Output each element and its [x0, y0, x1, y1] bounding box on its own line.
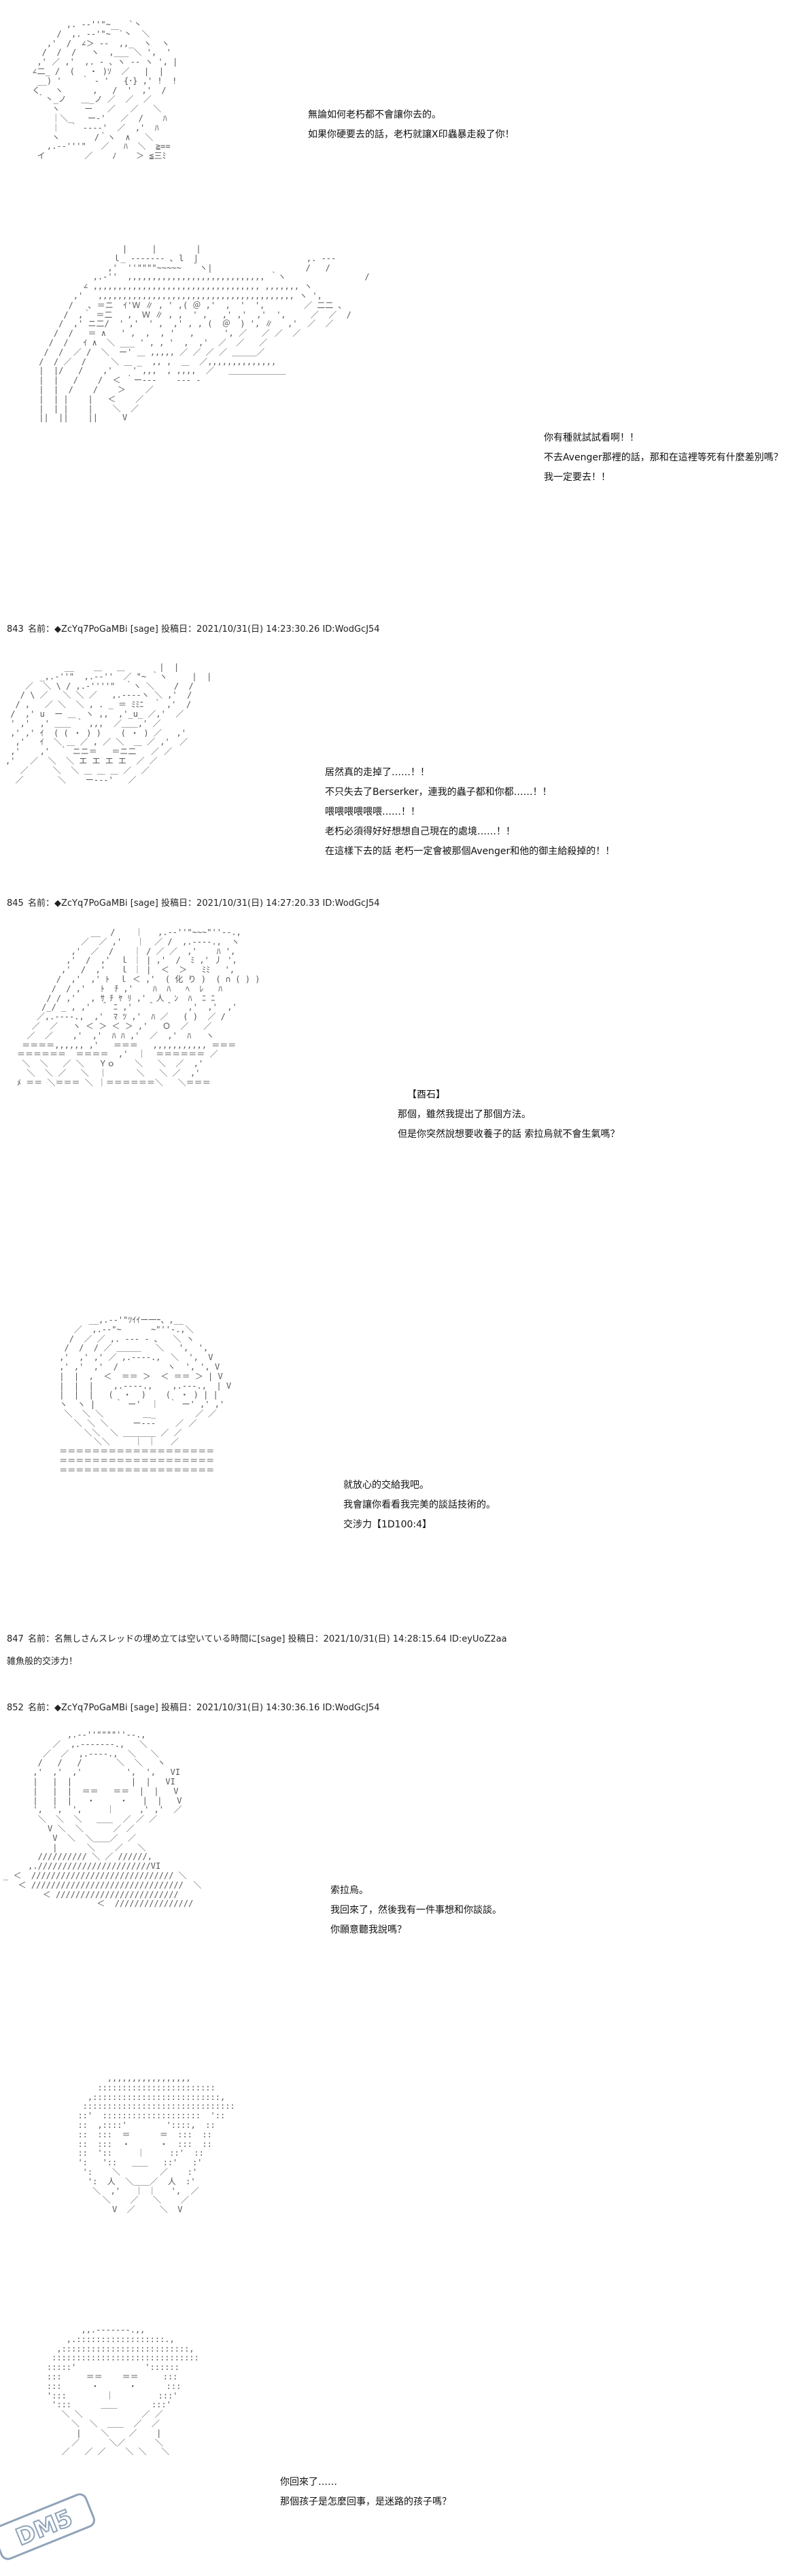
post-id: ID:WodGcJ54 — [322, 898, 380, 909]
date-label: 投稿日： — [161, 624, 197, 634]
dialogue-line: 【酉石】 — [407, 1089, 445, 1100]
ascii-art-figure: __ ＿ ＿ | | _,.-''" ,.-‐'' ／ "~ ｀ヽ | | ／ … — [5, 663, 212, 785]
dialogue-line: 索拉烏。 — [330, 1885, 368, 1896]
dialogue-block: 無論如何老朽都不會讓你去的。 如果你硬要去的話，老朽就讓Ⅹ印蟲暴走殺了你！ — [308, 105, 515, 145]
reply-text: 雑魚般的交涉力！ — [7, 1657, 78, 1667]
post-number: 845 — [7, 898, 24, 909]
dialogue-block: 居然真的走掉了……！！ 不只失去了Berserker，連我的蟲子都和你都……！！… — [325, 763, 615, 862]
ascii-art-figure: ,.-‐''""""''‐-., ／ ,.-‐‐‐‐‐-., ＼ ／ ／ ,.-… — [3, 1731, 202, 1909]
dialogue-line: 那個，雖然我提出了那個方法。 — [398, 1109, 531, 1120]
post-header: 847 名前：名無しさんスレッドの埋め立ては空いている時間に[sage] 投稿日… — [7, 1631, 507, 1644]
name-label: 名前： — [27, 1703, 54, 1713]
post-date: 2021/10/31(日) 14:27:20.33 — [196, 898, 320, 909]
post-thread: スレッドの埋め立ては空いている時間に — [99, 1634, 258, 1644]
dialogue-block: 你有種就試試看啊！！ 不去Avenger那裡的話，那和在這裡等死有什麼差別嗎？ … — [544, 428, 783, 488]
dialogue-line: 不只失去了Berserker，連我的蟲子都和你都……！！ — [325, 787, 552, 798]
dialogue-line: 交涉力【1D100:4】 — [343, 1519, 432, 1530]
post-date: 2021/10/31(日) 14:23:30.26 — [196, 624, 320, 634]
ascii-art-figure: __,.-‐'"ﾂｲｲー一ｰ、,__ ／ ,.-‐"~ ~"''‐.,＼ / ／… — [59, 1316, 232, 1475]
name-label: 名前： — [27, 1634, 54, 1644]
post-trip: ◆ZcYq7PoGaMBi [sage] — [54, 624, 158, 634]
post-sage: [sage] — [257, 1634, 286, 1644]
dialogue-line: 就放心的交給我吧。 — [343, 1480, 429, 1491]
dialogue-line: 居然真的走掉了……！！ — [325, 767, 430, 778]
dialogue-block: 你回來了…… 那個孩子是怎麼回事，是迷路的孩子嗎？ — [280, 2473, 451, 2512]
post-header: 852 名前：◆ZcYq7PoGaMBi [sage] 投稿日：2021/10/… — [7, 1700, 380, 1713]
name-label: 名前： — [27, 898, 54, 909]
dialogue-block: 就放心的交給我吧。 我會讓你看看我完美的談話技術的。 交涉力【1D100:4】 — [343, 1476, 496, 1535]
dialogue-line: 你願意聽我說嗎？ — [330, 1925, 407, 1935]
post-header: 843 名前：◆ZcYq7PoGaMBi [sage] 投稿日：2021/10/… — [7, 622, 380, 634]
post-id: ID:eyUoZ2aa — [449, 1634, 507, 1644]
dialogue-line: 在這樣下去的話 老朽一定會被那個Avenger和他的御主給殺掉的！！ — [325, 846, 615, 857]
dialogue-line: 如果你硬要去的話，老朽就讓Ⅹ印蟲暴走殺了你！ — [308, 129, 515, 140]
post-trip: ◆ZcYq7PoGaMBi [sage] — [54, 1703, 158, 1713]
post-date: 2021/10/31(日) 14:28:15.64 — [323, 1634, 447, 1644]
dialogue-line: 不去Avenger那裡的話，那和在這裡等死有什麼差別嗎？ — [544, 452, 783, 463]
post-number: 852 — [7, 1703, 24, 1713]
dialogue-line: 那個孩子是怎麼回事，是迷路的孩子嗎？ — [280, 2496, 451, 2507]
ascii-art-figure: ,,,,,,,,,,,,,,,,, ::::::::::::::::::::::… — [77, 2074, 235, 2215]
ascii-art-figure: ,. -‐''"~ ￣ `丶 / ,. -‐'"~￣`丶 ＼ ,' / ∠＞ ‐… — [32, 20, 178, 161]
dialogue-line: 你回來了…… — [280, 2477, 337, 2488]
post-date: 2021/10/31(日) 14:30:36.16 — [196, 1703, 320, 1713]
ascii-art-figure: __ / ｜ ,.-‐''"~~~"''‐-., ／ ／ ,' ｜ ／ / ,.… — [17, 928, 260, 1087]
dialogue-line: 我一定要去！！ — [544, 472, 610, 483]
dialogue-line: 老朽必須得好好想想自己現在的處境……！！ — [325, 826, 515, 837]
post-id: ID:WodGcJ54 — [322, 624, 380, 634]
dialogue-block: 索拉烏。 我回來了，然後我有一件事想和你談談。 你願意聽我說嗎？ — [330, 1881, 502, 1940]
post-number: 847 — [7, 1634, 24, 1644]
post-trip: ◆ZcYq7PoGaMBi [sage] — [54, 898, 158, 909]
ascii-art-figure: ,,.-‐‐‐‐‐-.,, ,.::::::::::::::::::., ,::… — [46, 2326, 199, 2457]
post-name: 名無しさん — [54, 1634, 99, 1644]
dialogue-line: 但是你突然說想要收養子的話 索拉烏就不會生氣嗎？ — [398, 1129, 620, 1140]
date-label: 投稿日： — [288, 1634, 324, 1644]
dialogue-line: 喂喂喂喂喂喂……！！ — [325, 807, 420, 817]
name-label: 名前： — [27, 624, 54, 634]
date-label: 投稿日： — [161, 898, 197, 909]
post-id: ID:WodGcJ54 — [322, 1703, 380, 1713]
post-header: 845 名前：◆ZcYq7PoGaMBi [sage] 投稿日：2021/10/… — [7, 896, 380, 909]
date-label: 投稿日： — [161, 1703, 197, 1713]
ascii-art-figure: | | | ｌ_ -‐‐‐‐‐‐ ､ l | ,. -‐‐ ,' ''""""~… — [39, 245, 370, 423]
dialogue-line: 我會讓你看看我完美的談話技術的。 — [343, 1499, 496, 1510]
post-number: 843 — [7, 624, 24, 634]
dialogue-block: 【酉石】 那個，雖然我提出了那個方法。 但是你突然說想要收養子的話 索拉烏就不會… — [398, 1085, 619, 1145]
dialogue-line: 你有種就試試看啊！！ — [544, 433, 639, 443]
dialogue-line: 無論如何老朽都不會讓你去的。 — [308, 109, 441, 120]
dialogue-line: 我回來了，然後我有一件事想和你談談。 — [330, 1905, 502, 1916]
